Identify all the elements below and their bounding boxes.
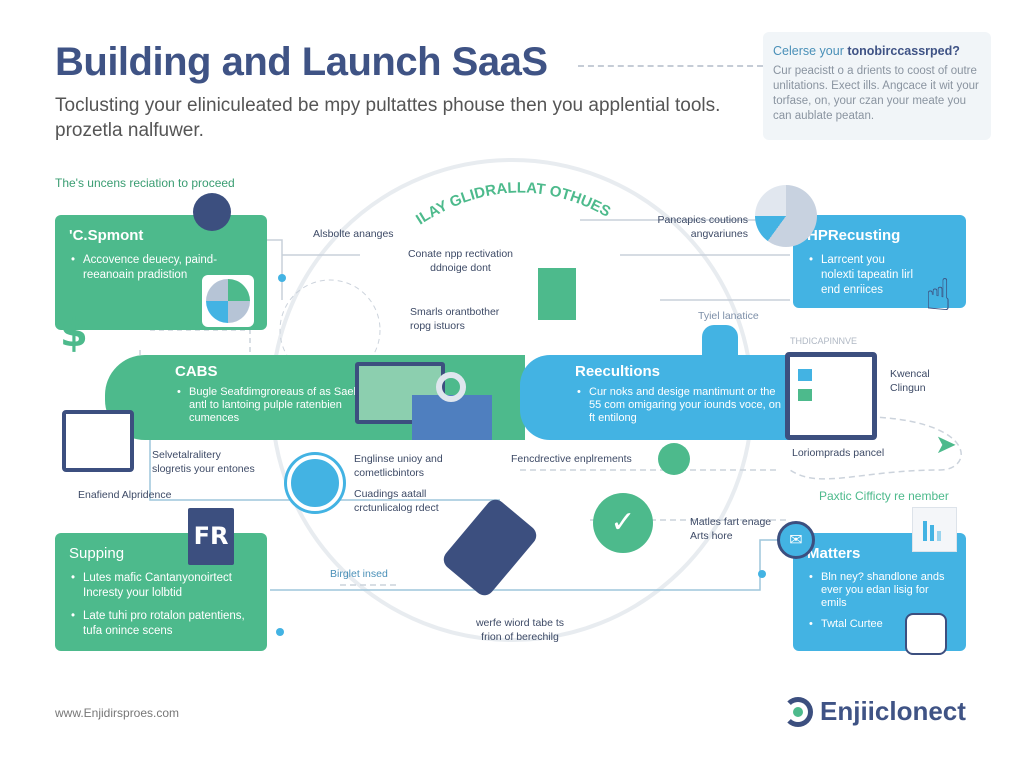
- document-screen-icon: [62, 410, 134, 472]
- checkmark-badge-icon: ✓: [593, 493, 653, 553]
- monitor-icon: [355, 362, 445, 424]
- email-icon: ✉: [777, 521, 815, 559]
- logo-icon: [783, 697, 813, 727]
- label-absolute: Alsbolte ananges: [313, 228, 394, 240]
- device-icon: [412, 395, 492, 440]
- footer-url[interactable]: www.Enjidirsproes.com: [55, 706, 180, 720]
- intro-label: The's uncens reciation to proceed: [55, 176, 235, 190]
- label-cuadings: Cuadings aatall crctunlicalog rdect: [354, 488, 439, 514]
- label-engline: Englinse unioy and cometlicbintors: [354, 453, 443, 479]
- dollar-gear-icon: $: [60, 310, 88, 356]
- chart-wheel-icon: [755, 185, 817, 247]
- label-banner: THDICAPINNVE: [790, 336, 858, 346]
- bottle-icon: [702, 325, 738, 355]
- laptop-icon: [785, 352, 877, 440]
- card-cspmont: 'C.Spmont Accovence deuecy, paind- reean…: [55, 215, 267, 330]
- divider: [578, 65, 763, 67]
- circuit-hexagon-icon: [905, 613, 947, 655]
- label-paxtic: Paxtic Cifficty re nember: [819, 489, 949, 503]
- note-title: Celerse your tonobirccassrped?: [773, 44, 960, 58]
- document-fr-icon: FR: [188, 508, 234, 565]
- pie-chart-icon: [202, 275, 254, 327]
- label-loriomprads: Loriomprads pancel: [792, 447, 885, 459]
- label-selvetal: Selvetalralitery slogretis your entones: [152, 449, 255, 475]
- card-hprecusting: HPRecusting Larrcent you nolexti tapeati…: [793, 215, 966, 308]
- card-supping: Supping Lutes mafic Cantanyonoirtect Inc…: [55, 533, 267, 651]
- pointer-hand-icon: ☝: [925, 270, 952, 321]
- note-body: Cur peacistt o a drients to coost of out…: [773, 65, 979, 122]
- arc-label: ILAY GLIDRALLAT OTHUES: [413, 179, 613, 228]
- label-enafiend: Enafiend Alpridence: [78, 489, 172, 501]
- label-kwencal: Kwencal Clingun: [890, 368, 930, 394]
- label-werfe: werfe wiord tabe ts frion of berechilg: [475, 617, 565, 643]
- gear-icon: [436, 372, 466, 402]
- label-tyiel: Tyiel lanatice: [698, 310, 759, 322]
- label-fencdrective: Fencdrective enplrements: [511, 453, 632, 465]
- label-matles: Matles fart enage Arts hore: [690, 516, 772, 542]
- paper-plane-icon: ➤: [935, 430, 957, 460]
- settings-badge-icon: [658, 443, 690, 475]
- card-reecultions: Reecultions Cur noks and desige mantimun…: [520, 355, 790, 440]
- note-card: Celerse your tonobirccassrped? Cur peaci…: [763, 32, 991, 140]
- page-subtitle: Toclusting your eliniculeated be mpy pul…: [55, 95, 721, 141]
- hand-device-icon: [193, 193, 231, 231]
- label-conate: Conate npp rectivation ddnoige dont: [407, 248, 514, 274]
- label-pancapics: Pancapics coutions angvariunes: [657, 214, 748, 240]
- page-title: Building and Launch SaaS: [55, 40, 548, 84]
- svg-text:ILAY GLIDRALLAT OTHUES: ILAY GLIDRALLAT OTHUES: [413, 179, 613, 228]
- label-smarls: Smarls orantbother ropg istuors: [410, 306, 500, 332]
- graduation-gear-icon: [287, 455, 343, 511]
- logo-text: Enjiiclonect: [820, 696, 966, 726]
- chat-image-icon: [538, 268, 576, 320]
- bar-chart-icon: [912, 507, 957, 552]
- label-birglet: Birglet insed: [330, 568, 388, 580]
